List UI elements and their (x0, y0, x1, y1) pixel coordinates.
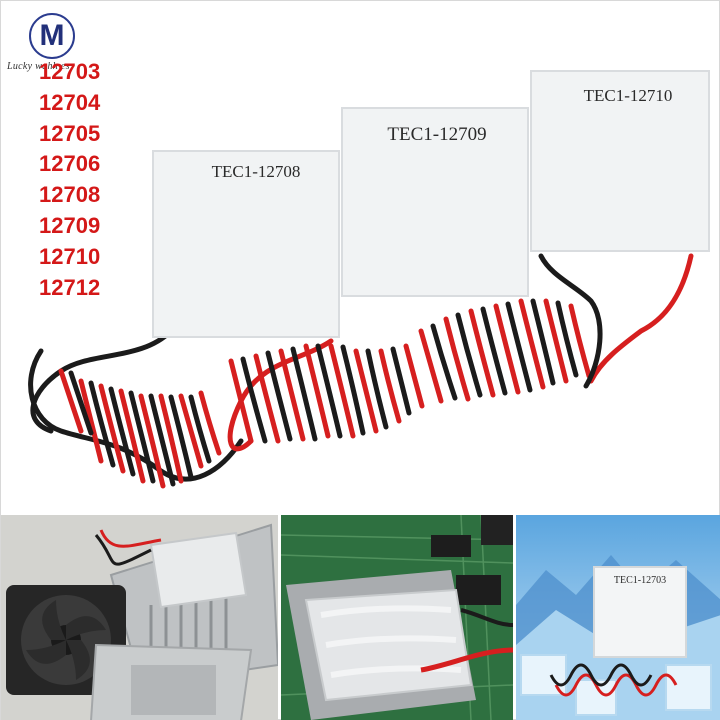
tec-module-left: TEC1-12708 (152, 150, 340, 338)
chip (431, 535, 471, 557)
twisted-wires (28, 253, 694, 489)
model-item: 12708 (39, 182, 101, 208)
logo-letter: M (39, 19, 65, 52)
brand-logo: M (29, 13, 75, 59)
ice-cubes (520, 654, 712, 716)
tec-module-right: TEC1-12710 (530, 70, 710, 252)
scene-circuit-board (281, 515, 513, 720)
tec-module-ice (593, 566, 687, 658)
logo-text: Lucky wahh es (7, 61, 70, 72)
scene-ice: TEC1-12703 (516, 515, 720, 720)
model-item: 12706 (39, 151, 101, 177)
model-item: 12712 (39, 274, 101, 300)
model-item: 12704 (39, 89, 101, 115)
model-item: 12710 (39, 243, 101, 269)
module-label-right: TEC1-12710 (584, 86, 673, 105)
module-label-ice: TEC1-12703 (614, 575, 666, 586)
model-item: 12709 (39, 212, 101, 238)
tec-module-middle: TEC1-12709 (341, 107, 529, 297)
peltier-on-heatsink (149, 531, 248, 609)
model-list: 12703 12704 12705 12706 12708 12709 1271… (39, 57, 100, 303)
peltier-modules-illustration: TEC1-12708 TEC1-12709 TEC1-12710 (28, 70, 710, 489)
scene-fan-heatsink (1, 515, 278, 720)
module-label-middle: TEC1-12709 (387, 124, 486, 145)
model-item: 12705 (39, 120, 101, 146)
model-item: 12703 (39, 59, 101, 84)
module-label-left: TEC1-12708 (212, 162, 301, 181)
